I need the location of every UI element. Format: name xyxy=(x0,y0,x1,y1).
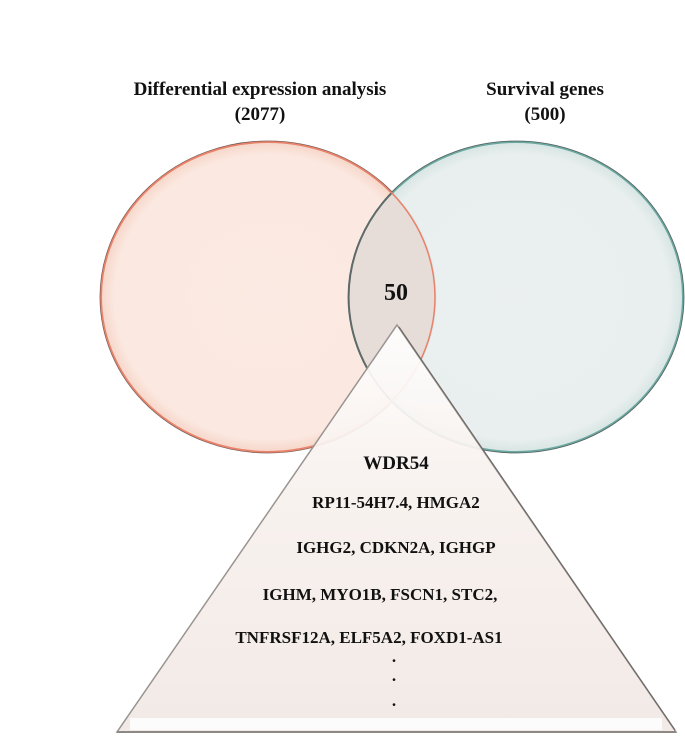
top-gene: WDR54 xyxy=(363,453,429,474)
ellipsis-dot: . xyxy=(392,691,396,710)
ellipsis-dot: . xyxy=(392,666,396,685)
gene-row: IGHM, MYO1B, FSCN1, STC2, xyxy=(263,585,498,604)
set-count-left: (2077) xyxy=(235,104,286,125)
pyramid-base-highlight xyxy=(130,718,662,730)
set-title-right: Survival genes xyxy=(486,79,604,100)
intersection-right-edge xyxy=(100,141,436,453)
gene-row: IGHG2, CDKN2A, IGHGP xyxy=(296,538,495,557)
ellipsis-dot: . xyxy=(392,647,396,666)
set-circle-right-outline xyxy=(347,140,685,454)
intersection-count: 50 xyxy=(384,280,408,306)
set-title-left: Differential expression analysis xyxy=(134,79,387,100)
gene-row: TNFRSF12A, ELF5A2, FOXD1-AS1 xyxy=(235,628,502,647)
pyramid-right-edge-shadow xyxy=(398,326,676,731)
gene-row: RP11-54H7.4, HMGA2 xyxy=(312,493,480,512)
intersection-left-edge xyxy=(348,142,435,452)
set-count-right: (500) xyxy=(524,104,565,125)
